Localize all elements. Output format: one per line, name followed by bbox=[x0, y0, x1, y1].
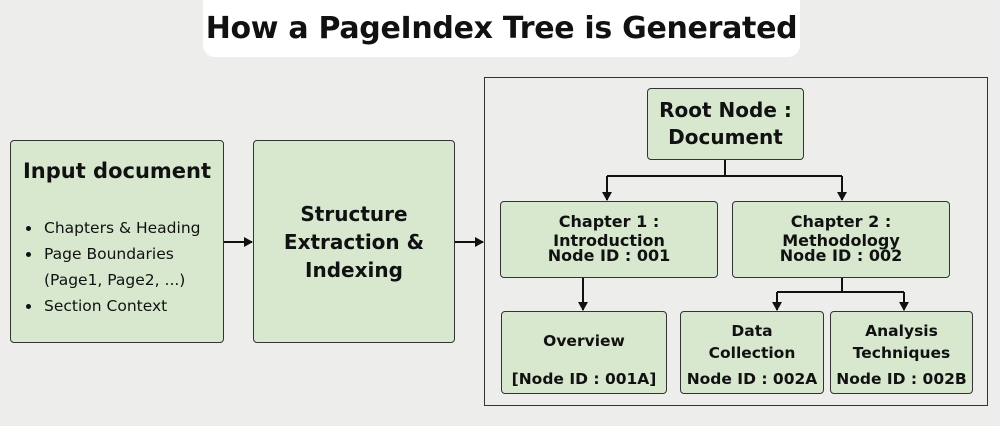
data-collection-node: Data Collection Node ID : 002A bbox=[680, 311, 824, 394]
root-node-line2: Document bbox=[668, 125, 783, 149]
analysis-techniques-node: Analysis Techniques Node ID : 002B bbox=[830, 311, 973, 394]
list-item: Page Boundaries bbox=[42, 241, 200, 267]
extraction-box: Structure Extraction & Indexing bbox=[253, 140, 455, 343]
chapter1-node-id: Node ID : 001 bbox=[547, 246, 671, 265]
list-item: Chapters & Heading bbox=[42, 215, 200, 241]
input-document-list: Chapters & Heading Page Boundaries (Page… bbox=[25, 215, 200, 319]
chapter1-node: Chapter 1 : Introduction Node ID : 001 bbox=[500, 201, 718, 278]
data-collection-line1: Data bbox=[731, 322, 773, 340]
root-node: Root Node : Document bbox=[647, 88, 804, 160]
data-collection-line2: Collection bbox=[708, 344, 796, 362]
chapter2-node-id: Node ID : 002 bbox=[779, 246, 903, 265]
input-document-heading: Input document bbox=[22, 159, 212, 183]
page-title: How a PageIndex Tree is Generated bbox=[205, 11, 798, 46]
analysis-line2: Techniques bbox=[852, 344, 951, 362]
analysis-line1: Analysis bbox=[865, 322, 938, 340]
extraction-label: Structure Extraction & Indexing bbox=[283, 201, 425, 282]
list-item: Section Context bbox=[42, 293, 200, 319]
title-banner: How a PageIndex Tree is Generated bbox=[203, 0, 800, 57]
list-item-continuation: (Page1, Page2, ...) bbox=[44, 271, 186, 289]
input-document-box: Input document Chapters & Heading Page B… bbox=[10, 140, 224, 343]
overview-node-id: [Node ID : 001A] bbox=[511, 370, 657, 388]
chapter1-title: Chapter 1 : Introduction bbox=[553, 212, 665, 250]
chapter2-title: Chapter 2 : Methodology bbox=[782, 212, 900, 250]
overview-title: Overview bbox=[543, 332, 625, 350]
root-node-line1: Root Node : bbox=[659, 98, 792, 122]
chapter2-node: Chapter 2 : Methodology Node ID : 002 bbox=[732, 201, 950, 278]
connector-chapter2-to-leaves bbox=[777, 278, 904, 293]
overview-node: Overview [Node ID : 001A] bbox=[501, 311, 667, 394]
data-collection-node-id: Node ID : 002A bbox=[686, 370, 818, 388]
connector-root-to-chapters bbox=[607, 160, 842, 177]
analysis-node-id: Node ID : 002B bbox=[836, 370, 967, 388]
